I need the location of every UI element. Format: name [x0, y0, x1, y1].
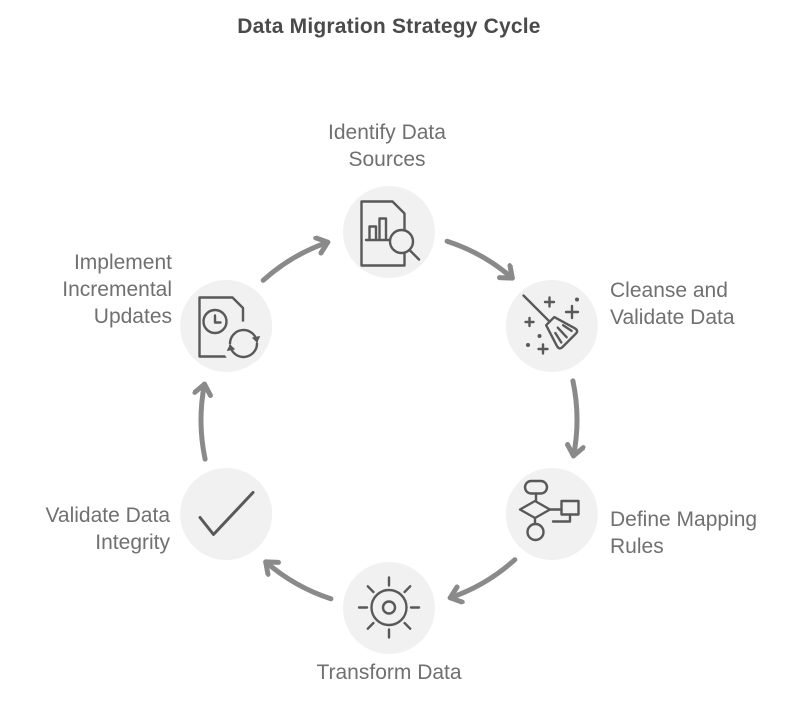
broom-sparkles-icon: [522, 294, 580, 355]
label-line: Implement: [73, 251, 172, 274]
step-label-validate-data-integrity: Validate Data Integrity: [0, 502, 170, 556]
arrow-validate-to-implement: [201, 381, 205, 462]
label-line: Define Mapping: [610, 508, 758, 531]
step-node-identify-data-sources: [343, 186, 435, 278]
label-line: Rules: [610, 535, 664, 558]
step-label-cleanse-validate-data: Cleanse and Validate Data: [610, 277, 770, 331]
step-node-transform-data: [343, 562, 435, 654]
arrow-identify-to-cleanse: [444, 238, 515, 281]
step-label-define-mapping-rules: Define Mapping Rules: [610, 506, 800, 560]
label-line: Validate Data: [45, 504, 170, 527]
checkmark-icon: [198, 491, 255, 536]
step-label-identify-data-sources: Identify Data Sources: [287, 119, 487, 173]
sun-gear-icon: [357, 576, 421, 639]
arrow-transform-to-validate: [263, 559, 334, 602]
step-node-validate-data-integrity: [180, 468, 273, 560]
arrow-define-to-transform: [447, 557, 518, 598]
document-search-icon: [360, 200, 421, 267]
step-node-cleanse-validate-data: [505, 280, 598, 372]
arrow-cleanse-to-define: [573, 378, 577, 459]
flowchart-icon: [518, 479, 580, 542]
step-node-define-mapping-rules: [505, 468, 598, 560]
label-line: Cleanse and: [610, 279, 728, 302]
arrow-implement-to-identify: [260, 242, 331, 283]
label-line: Validate Data: [610, 306, 735, 329]
diagram-title: Data Migration Strategy Cycle: [237, 15, 541, 38]
label-line: Incremental: [62, 278, 172, 301]
step-label-implement-incremental-updates: Implement Incremental Updates: [0, 249, 172, 330]
label-line: Sources: [348, 148, 426, 171]
label-line: Identify Data: [328, 121, 446, 144]
label-line: Transform Data: [316, 661, 462, 684]
label-line: Updates: [93, 305, 172, 328]
document-sync-icon: [198, 296, 266, 366]
step-label-transform-data: Transform Data: [279, 659, 499, 686]
label-line: Integrity: [95, 531, 170, 554]
